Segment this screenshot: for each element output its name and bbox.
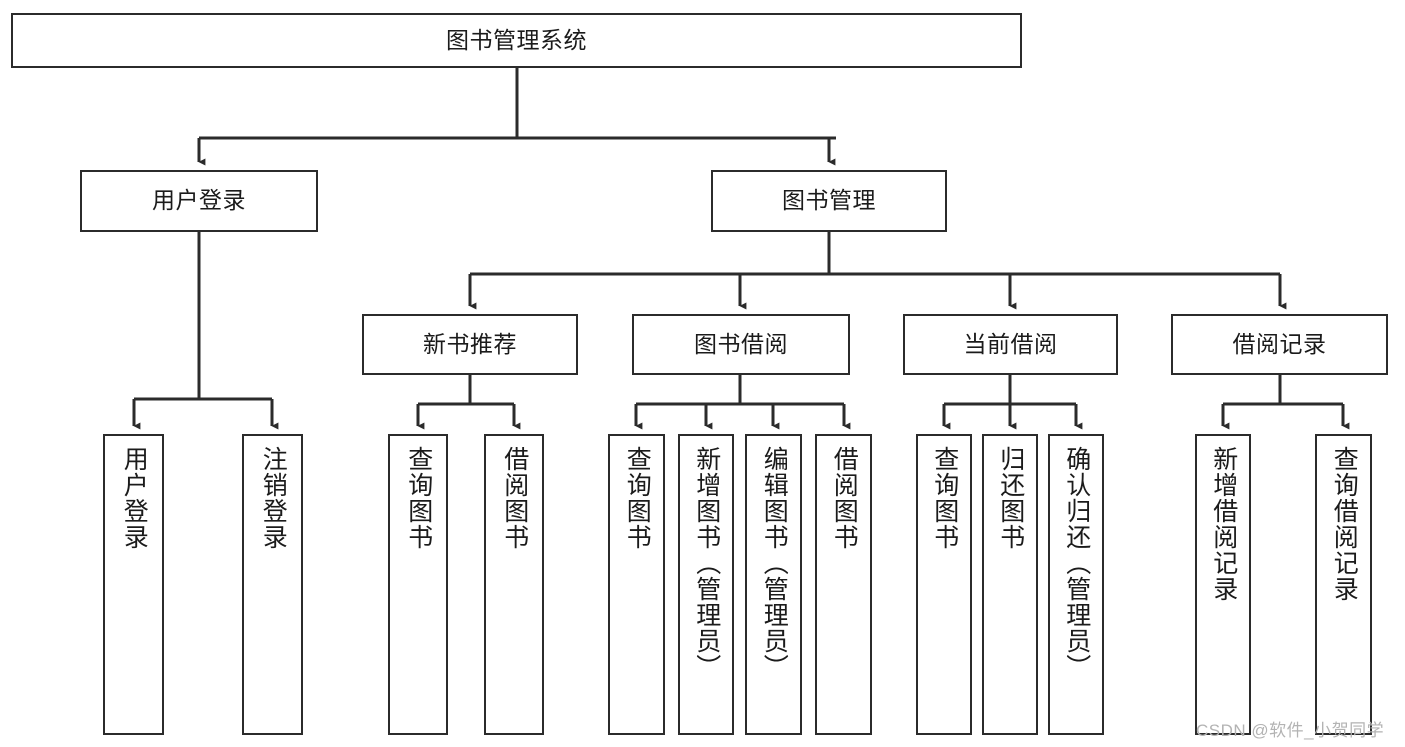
node-book-management-label: 图书管理 — [782, 187, 876, 214]
node-leaf-query-book-borrow-label: 查询图书 — [623, 446, 652, 550]
node-leaf-query-book-current[interactable]: 查询图书 — [916, 434, 972, 735]
node-current-borrow[interactable]: 当前借阅 — [903, 314, 1118, 375]
node-user-login-label: 用户登录 — [152, 187, 246, 214]
node-leaf-add-book-admin-label: 新增图书（管理员） — [692, 446, 721, 680]
node-root[interactable]: 图书管理系统 — [11, 13, 1022, 68]
node-book-borrow[interactable]: 图书借阅 — [632, 314, 850, 375]
node-leaf-edit-book-admin[interactable]: 编辑图书（管理员） — [745, 434, 802, 735]
node-leaf-edit-book-admin-label: 编辑图书（管理员） — [760, 446, 789, 680]
node-user-login[interactable]: 用户登录 — [80, 170, 318, 232]
node-leaf-borrow-book-recommend[interactable]: 借阅图书 — [484, 434, 544, 735]
node-leaf-query-book-current-label: 查询图书 — [930, 446, 959, 550]
node-leaf-query-borrow-record-label: 查询借阅记录 — [1330, 446, 1359, 602]
node-leaf-return-book[interactable]: 归还图书 — [982, 434, 1038, 735]
node-leaf-query-book-recommend[interactable]: 查询图书 — [388, 434, 448, 735]
node-borrow-records-label: 借阅记录 — [1232, 330, 1327, 357]
node-leaf-return-book-label: 归还图书 — [996, 446, 1025, 550]
node-root-label: 图书管理系统 — [446, 26, 587, 53]
node-leaf-add-borrow-record-label: 新增借阅记录 — [1209, 446, 1238, 602]
node-leaf-borrow-book[interactable]: 借阅图书 — [815, 434, 872, 735]
node-leaf-borrow-book-recommend-label: 借阅图书 — [500, 446, 529, 550]
node-leaf-confirm-return-admin-label: 确认归还（管理员） — [1062, 446, 1091, 680]
node-book-borrow-label: 图书借阅 — [694, 330, 788, 357]
node-book-management[interactable]: 图书管理 — [711, 170, 947, 232]
node-new-book-recommend-label: 新书推荐 — [423, 330, 517, 357]
node-leaf-confirm-return-admin[interactable]: 确认归还（管理员） — [1048, 434, 1104, 735]
node-leaf-borrow-book-label: 借阅图书 — [830, 446, 859, 550]
node-leaf-add-book-admin[interactable]: 新增图书（管理员） — [678, 434, 734, 735]
csdn-watermark: CSDN @软件_小贺同学 — [1196, 721, 1385, 740]
node-leaf-add-borrow-record[interactable]: 新增借阅记录 — [1195, 434, 1251, 735]
node-leaf-query-book-recommend-label: 查询图书 — [404, 446, 433, 550]
node-leaf-query-borrow-record[interactable]: 查询借阅记录 — [1315, 434, 1372, 735]
node-leaf-user-login[interactable]: 用户登录 — [103, 434, 164, 735]
node-leaf-user-login-label: 用户登录 — [120, 446, 149, 550]
node-leaf-user-logout[interactable]: 注销登录 — [242, 434, 303, 735]
node-leaf-query-book-borrow[interactable]: 查询图书 — [608, 434, 665, 735]
node-new-book-recommend[interactable]: 新书推荐 — [362, 314, 578, 375]
node-current-borrow-label: 当前借阅 — [963, 330, 1058, 357]
node-borrow-records[interactable]: 借阅记录 — [1171, 314, 1388, 375]
node-leaf-user-logout-label: 注销登录 — [259, 446, 288, 550]
